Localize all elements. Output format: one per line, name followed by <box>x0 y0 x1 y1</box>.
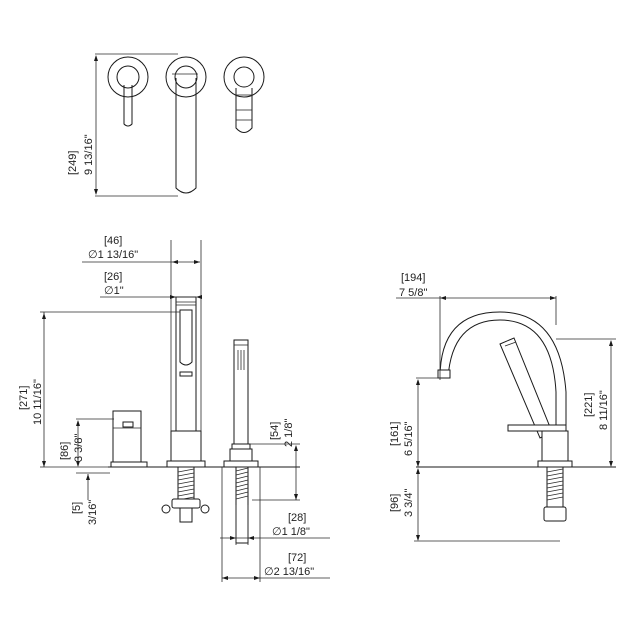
spout-slot <box>179 309 193 366</box>
side-lever <box>507 424 567 432</box>
dim-221-in: 8 11/16" <box>598 390 610 430</box>
spout-fitting <box>179 507 193 523</box>
dim-161-mm: [161] <box>389 422 401 446</box>
dim-5-mm: [5] <box>71 502 83 514</box>
dim-271-mm: [271] <box>18 386 30 410</box>
handshower-top <box>235 88 253 133</box>
spout-body-top <box>175 78 197 194</box>
side-body <box>541 430 569 462</box>
spout-arc-inner <box>447 319 557 431</box>
spout-rosette <box>165 56 207 98</box>
side-view: [194] 7 5/8" [161] 6 5/16" [221] 8 11/16… <box>389 272 616 542</box>
dim-249-in: 9 13/16" <box>83 134 95 175</box>
spout-tube <box>175 296 197 432</box>
handshower-rosette-inner <box>233 66 255 88</box>
side-nut <box>543 506 567 522</box>
spout-arc-outer <box>439 311 567 431</box>
handle-rosette <box>107 56 149 98</box>
spout-rosette-inner <box>174 65 198 89</box>
side-shank <box>546 466 564 508</box>
dim-161-in: 6 5/16" <box>403 421 415 456</box>
dim-26-mm: [26] <box>104 271 122 283</box>
dim-26-in: ∅1" <box>104 285 124 297</box>
handle-lever <box>123 85 133 127</box>
dim-28-in: ∅1 1/8" <box>272 526 310 538</box>
dim-46-mm: [46] <box>104 235 122 247</box>
dim-54-mm: [54] <box>269 422 281 440</box>
spout-connector-right <box>200 504 210 514</box>
dim-194-mm: [194] <box>401 272 425 284</box>
top-view: [249] 9 13/16" <box>67 53 265 197</box>
dim-221-mm: [221] <box>583 393 595 417</box>
dim-5-in: 3/16" <box>87 500 99 525</box>
front-view: [46] ∅1 13/16" [26] ∅1" [271] 10 11/16" … <box>18 235 330 582</box>
spout-nut <box>171 498 201 509</box>
dim-86-mm: [86] <box>59 442 71 460</box>
dim-72-in: ∅2 13/16" <box>264 566 314 578</box>
dim-54-in: 2 1/8" <box>283 419 295 447</box>
handshower-rosette <box>223 56 265 98</box>
dim-249-mm: [249] <box>67 151 79 175</box>
handle-rosette-inner <box>116 65 140 89</box>
handshower-escutcheon <box>223 460 259 468</box>
dim-96-mm: [96] <box>389 494 401 512</box>
spout-outlet <box>437 369 451 379</box>
dim-28-mm: [28] <box>288 512 306 524</box>
dim-72-mm: [72] <box>288 552 306 564</box>
dim-86-in: 3 3/8" <box>73 434 85 462</box>
handle-body <box>112 410 142 468</box>
dim-271-in: 10 11/16" <box>32 379 44 425</box>
handle-indicator <box>122 421 134 428</box>
side-handshower <box>499 337 553 439</box>
handshower-holder <box>229 448 253 462</box>
dim-194-in: 7 5/8" <box>399 287 427 299</box>
spout-connector-left <box>161 504 171 514</box>
spout-base <box>170 430 202 462</box>
dim-96-in: 3 3/4" <box>403 489 415 517</box>
dim-46-in: ∅1 13/16" <box>88 249 138 261</box>
